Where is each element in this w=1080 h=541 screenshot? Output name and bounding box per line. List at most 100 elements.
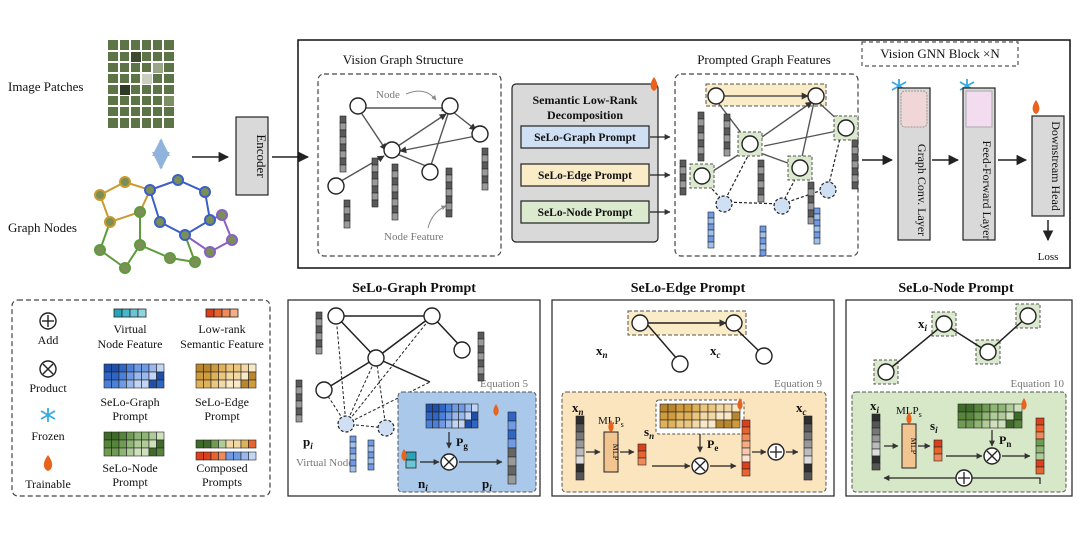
structure-box [317,73,502,257]
image-patches-grid [108,40,174,128]
graph-panel-virtual-nodes [337,415,395,437]
legend-box [11,299,271,497]
legend-lowrank-line1: Low-rank [198,322,245,336]
fire-icon-graph-panel [493,404,499,416]
edge-panel-equation: Equation 9 [774,378,822,390]
fire-icon-virtual-feature [401,449,407,461]
edge-panel-s-n: sn [644,424,654,441]
main-frame [297,39,1071,269]
graph-nodes-cluster [94,174,238,274]
legend-graph-prompt-line1: SeLo-Graph [100,395,159,409]
legend-edge-prompt-line2: Prompt [204,409,240,423]
edge-panel-x-c-box: xc [796,400,807,417]
legend-virtual-swatch [113,308,147,318]
graph-panel-p-i: pi [303,434,313,451]
node-panel-P-n: Pn [999,433,1011,449]
legend-node-prompt-line1: SeLo-Node [102,461,157,475]
legend-composed-line1: Composed [196,461,247,475]
edge-panel-output-feature [803,415,813,481]
edge-panel-mlp-label: MLPs [598,415,624,429]
legend-composed-line2: Prompts [202,475,242,489]
legend-edge-prompt-matrix [195,363,257,389]
graph-panel-title: SeLo-Graph Prompt [352,281,476,296]
decomposition-title-line2: Decomposition [547,108,623,122]
ffn-icon [965,90,993,128]
edge-panel-semantic-feature [637,443,647,466]
prompted-graph [701,92,843,179]
node-panel-mlp-block-label: MLP [909,438,918,455]
legend-lowrank-swatch [205,308,239,318]
legend-virtual-line1: Virtual [113,322,147,336]
legend-virtual-line2: Node Feature [98,337,163,351]
encoder-block [235,116,269,196]
legend-edge-prompt-line1: SeLo-Edge [195,395,249,409]
ffn-label: Feed-Forward Layer [980,141,994,240]
downstream-head-block [1031,115,1065,217]
edge-panel-nodes [631,314,773,373]
structure-nodes [327,97,489,195]
node-annotation: Node [376,89,400,101]
fire-icon-edge-panel [737,398,743,410]
structure-graph [335,104,477,185]
node-panel-title: SeLo-Node Prompt [898,281,1014,296]
node-panel-x-i-box: xi [870,398,880,415]
graph-panel-P-g: Pg [456,435,468,451]
edge-prompt-chip [520,163,650,187]
node-feature-arrow [427,205,447,229]
node-feature-columns [295,111,859,485]
legend-trainable-label: Trainable [25,477,71,491]
node-annotation-arrow [405,90,437,101]
node-prompt-chip-label: SeLo-Node Prompt [538,207,633,219]
legend-add-label: Add [38,333,59,347]
node-panel-output-feature [1035,417,1045,475]
prompted-node-highlights [689,115,859,189]
node-panel-s-i: si [930,418,938,435]
edge-panel-x-c: xc [710,343,721,360]
gnn-block-title-box [861,41,1019,67]
prompted-nodes [693,87,855,185]
legend-graph-prompt-matrix [103,363,165,389]
fire-icon [650,77,658,91]
legend-product-label: Product [29,381,67,395]
graph-nodes-label: Graph Nodes [8,220,77,235]
structure-title: Vision Graph Structure [343,52,464,67]
node-panel-prompt-matrix [957,403,1023,429]
graph-conv-icon [900,90,928,128]
legend-lowrank-line2: Semantic Feature [180,337,264,351]
edge-panel-P-e: Pe [707,437,718,453]
legend-node-prompt-matrix [103,431,165,457]
fire-icon-head [1032,100,1040,114]
node-panel-mlp-label: MLPs [896,405,922,419]
downstream-head-label: Downstream Head [1049,121,1063,211]
fire-icon-edge-mlp [608,420,614,432]
graph-prompt-chip-label: SeLo-Graph Prompt [534,132,636,144]
graph-conv-label: Graph Conv. Layer [915,144,929,236]
node-feature-annotation: Node Feature [384,231,444,243]
fire-icon-node-mlp [906,412,912,424]
node-panel-input-feature [871,413,881,471]
edge-panel-title: SeLo-Edge Prompt [631,281,746,296]
gnn-block-title: Vision GNN Block ×N [880,46,1000,61]
legend-frozen-label: Frozen [31,429,64,443]
node-panel-semantic-feature [933,439,943,462]
edge-prompt-chip-label: SeLo-Edge Prompt [538,170,632,182]
edge-panel-x-n: xn [596,343,608,360]
graph-panel-nodes [315,307,471,399]
decomposition-title-line1: Semantic Low-Rank [532,93,637,107]
edge-panel-input-feature [575,415,585,481]
legend-composed-prompt-matrix [195,439,257,461]
node-prompt-chip [520,200,650,224]
graph-panel-prompt-matrix [425,403,479,429]
image-patches-label: Image Patches [8,79,83,94]
legend-fire-icon [43,455,53,471]
graph-panel-equation: Equation 5 [480,378,528,390]
legend-graph-prompt-line2: Prompt [112,409,148,423]
node-panel-edges [885,315,1029,373]
encoder-label: Encoder [254,134,269,178]
node-panel-equation: Equation 10 [1011,378,1065,390]
edge-panel-prompt-matrix [659,403,741,429]
prompted-virtual-nodes [715,181,837,215]
graph-prompt-chip [520,125,650,149]
graph-panel-virtual-feature [405,451,417,469]
